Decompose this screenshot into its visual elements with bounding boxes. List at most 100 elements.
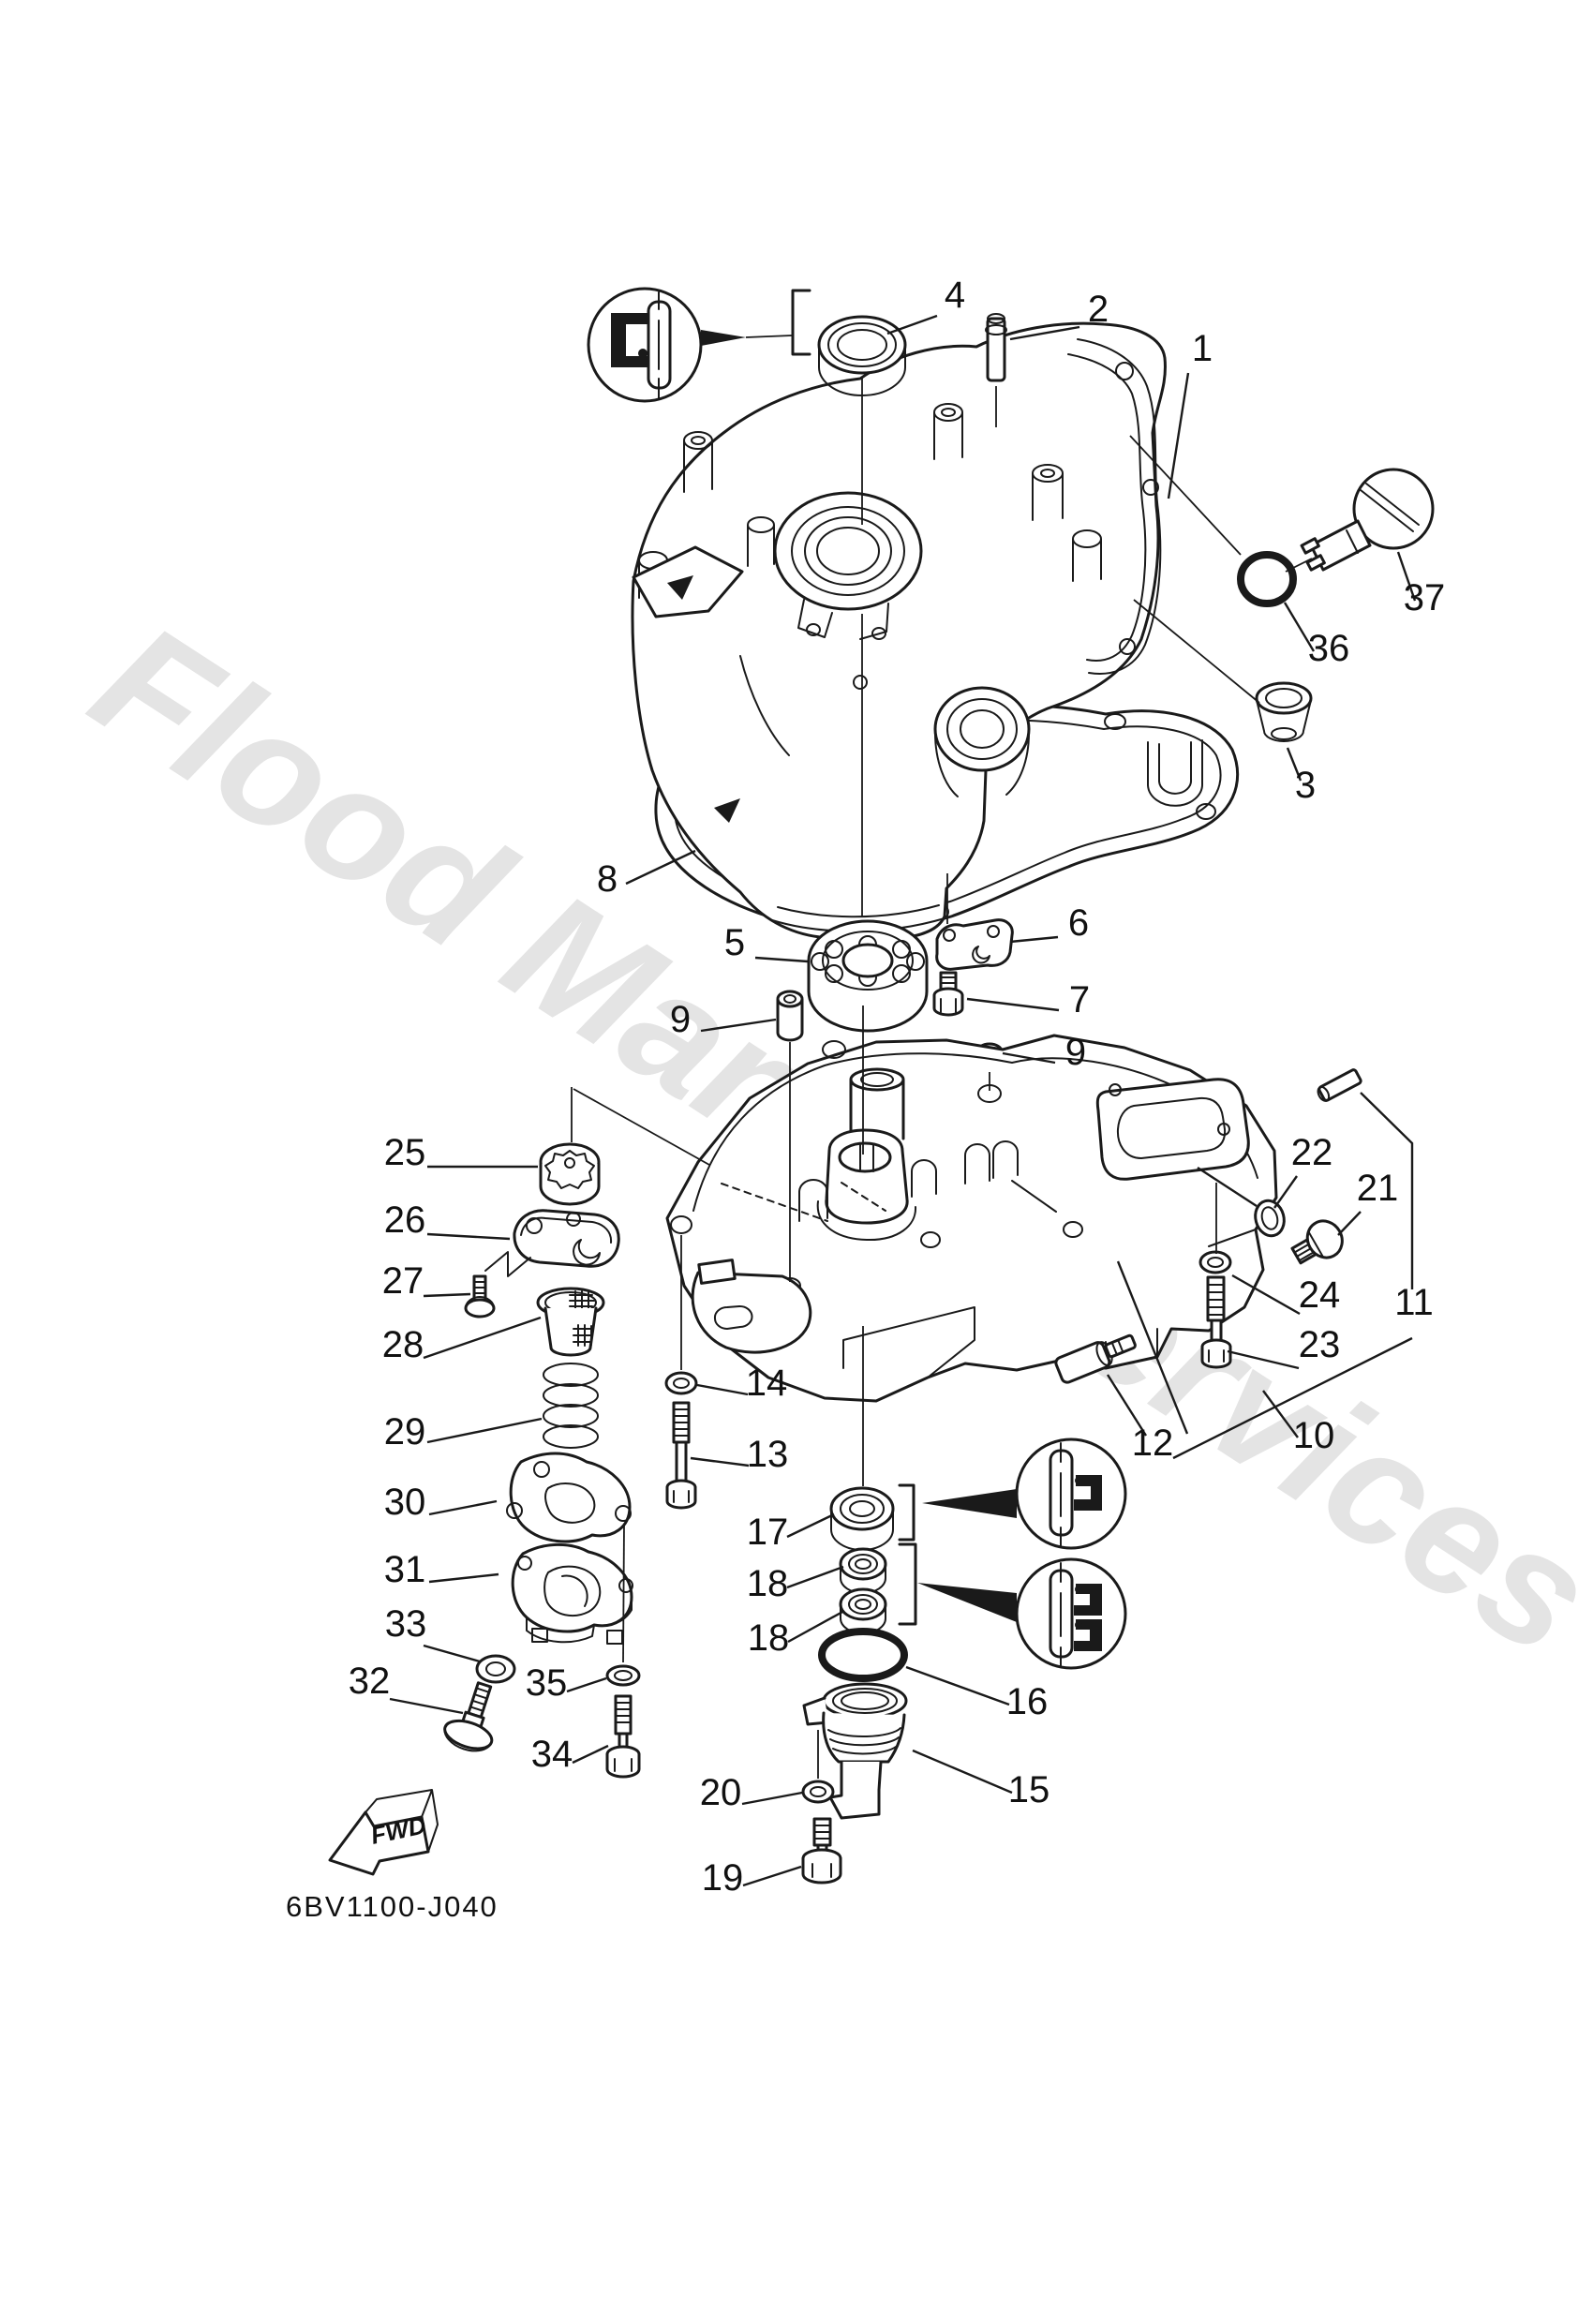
pump-cover-31 bbox=[511, 1542, 633, 1645]
part-label-21: 21 bbox=[1357, 1168, 1399, 1209]
part-label-33: 33 bbox=[385, 1603, 427, 1645]
leader-lines bbox=[389, 314, 1417, 1887]
cover-plate-6 bbox=[935, 918, 1014, 971]
part-label-12: 12 bbox=[1132, 1423, 1174, 1464]
dowel-pin-2 bbox=[985, 313, 1007, 382]
leader-line bbox=[754, 956, 809, 963]
crankcase-lower bbox=[665, 1034, 1278, 1403]
pump-plate-26 bbox=[484, 1209, 620, 1277]
fwd-arrow: FWD bbox=[328, 1789, 439, 1876]
leader-line bbox=[1396, 551, 1417, 602]
washer-33 bbox=[475, 1654, 516, 1684]
part-label-18b: 18 bbox=[748, 1617, 790, 1659]
leader-line bbox=[786, 1565, 844, 1589]
part-label-11: 11 bbox=[1394, 1282, 1434, 1323]
part-label-19: 19 bbox=[702, 1857, 744, 1899]
leader-line bbox=[625, 849, 696, 886]
dowel-pin-9-left bbox=[776, 990, 804, 1042]
oil-pump-rotor-25 bbox=[539, 1142, 601, 1206]
washer-35 bbox=[605, 1664, 641, 1687]
o-ring-16 bbox=[818, 1628, 908, 1682]
part-label-5: 5 bbox=[724, 922, 745, 963]
part-label-13: 13 bbox=[747, 1434, 789, 1475]
seal-housing-15 bbox=[802, 1682, 908, 1820]
part-label-36: 36 bbox=[1308, 628, 1350, 669]
leader-line bbox=[742, 1865, 802, 1887]
leader-line bbox=[572, 1744, 609, 1765]
part-label-18a: 18 bbox=[747, 1563, 789, 1604]
ball-bearing-5 bbox=[807, 919, 929, 1033]
part-label-16: 16 bbox=[1006, 1681, 1049, 1722]
callout-arrow-icon bbox=[917, 1583, 1017, 1622]
washer-14 bbox=[664, 1371, 698, 1395]
part-label-29: 29 bbox=[384, 1411, 426, 1452]
leader-line bbox=[423, 1316, 542, 1360]
leader-line bbox=[423, 1644, 481, 1663]
bolt-7 bbox=[932, 971, 964, 1017]
leader-line bbox=[1262, 1390, 1299, 1438]
axis-line bbox=[1129, 435, 1242, 556]
spring-29 bbox=[543, 1363, 599, 1449]
leader-line bbox=[1360, 1092, 1414, 1289]
seal-section-callout-a bbox=[1015, 1438, 1127, 1550]
part-label-35: 35 bbox=[526, 1662, 568, 1704]
part-label-7: 7 bbox=[1069, 979, 1090, 1020]
bracket-seal17 bbox=[898, 1483, 916, 1542]
part-label-10: 10 bbox=[1293, 1415, 1335, 1456]
part-label-23: 23 bbox=[1299, 1324, 1341, 1365]
seal-section-callout-b bbox=[1015, 1557, 1127, 1670]
oil-filler-cap-37 bbox=[1300, 468, 1435, 572]
bolt-23 bbox=[1200, 1275, 1232, 1369]
drain-bolt-32 bbox=[443, 1681, 494, 1752]
part-label-3: 3 bbox=[1295, 765, 1316, 806]
bolt-19 bbox=[801, 1817, 842, 1885]
part-label-24: 24 bbox=[1299, 1274, 1341, 1316]
leader-line bbox=[1231, 1274, 1301, 1316]
axis-line bbox=[573, 1088, 710, 1166]
bolt-bosses bbox=[638, 403, 1102, 599]
leader-line bbox=[1197, 1166, 1258, 1208]
part-label-20: 20 bbox=[700, 1772, 742, 1813]
leader-line bbox=[1116, 1260, 1189, 1435]
part-label-27: 27 bbox=[382, 1260, 424, 1302]
part-label-9b: 9 bbox=[1065, 1032, 1086, 1073]
pump-gasket-30 bbox=[506, 1452, 632, 1543]
part-label-25: 25 bbox=[384, 1132, 426, 1173]
leader-line bbox=[428, 1499, 498, 1516]
leader-line bbox=[1106, 1374, 1148, 1437]
leader-line bbox=[912, 1749, 1013, 1795]
callout-arrow-icon bbox=[922, 1489, 1017, 1518]
bracket-seal4 bbox=[791, 289, 811, 356]
leader-line bbox=[426, 1232, 511, 1241]
bolt-34 bbox=[605, 1694, 641, 1779]
part-label-37: 37 bbox=[1404, 577, 1446, 618]
part-label-32: 32 bbox=[349, 1661, 391, 1702]
leader-line bbox=[786, 1512, 835, 1539]
oil-seal-17 bbox=[829, 1486, 895, 1551]
leader-line bbox=[966, 997, 1060, 1012]
leader-line bbox=[1273, 1175, 1298, 1209]
leader-line bbox=[690, 1456, 750, 1467]
cylinder-body bbox=[631, 321, 1167, 941]
part-label-28: 28 bbox=[382, 1324, 424, 1365]
leader-line bbox=[423, 1292, 471, 1298]
seal-section-callout-top bbox=[587, 287, 746, 403]
leader-line bbox=[1283, 602, 1316, 652]
screw-27 bbox=[464, 1274, 496, 1318]
leader-line bbox=[1227, 1349, 1300, 1370]
part-label-8: 8 bbox=[597, 858, 618, 900]
seal-grommet-3 bbox=[1255, 681, 1313, 742]
leader-line bbox=[1009, 935, 1059, 944]
washer-20 bbox=[801, 1780, 835, 1804]
part-label-30: 30 bbox=[384, 1482, 426, 1523]
part-label-2: 2 bbox=[1088, 289, 1109, 330]
oil-strainer-28 bbox=[536, 1287, 605, 1357]
plug-bolt-21 bbox=[1290, 1219, 1344, 1265]
axis-line bbox=[1285, 558, 1313, 573]
leader-line bbox=[389, 1697, 464, 1715]
axis-line bbox=[745, 335, 793, 338]
anode-bolt-12 bbox=[1054, 1333, 1137, 1384]
axis-line bbox=[622, 1523, 625, 1663]
